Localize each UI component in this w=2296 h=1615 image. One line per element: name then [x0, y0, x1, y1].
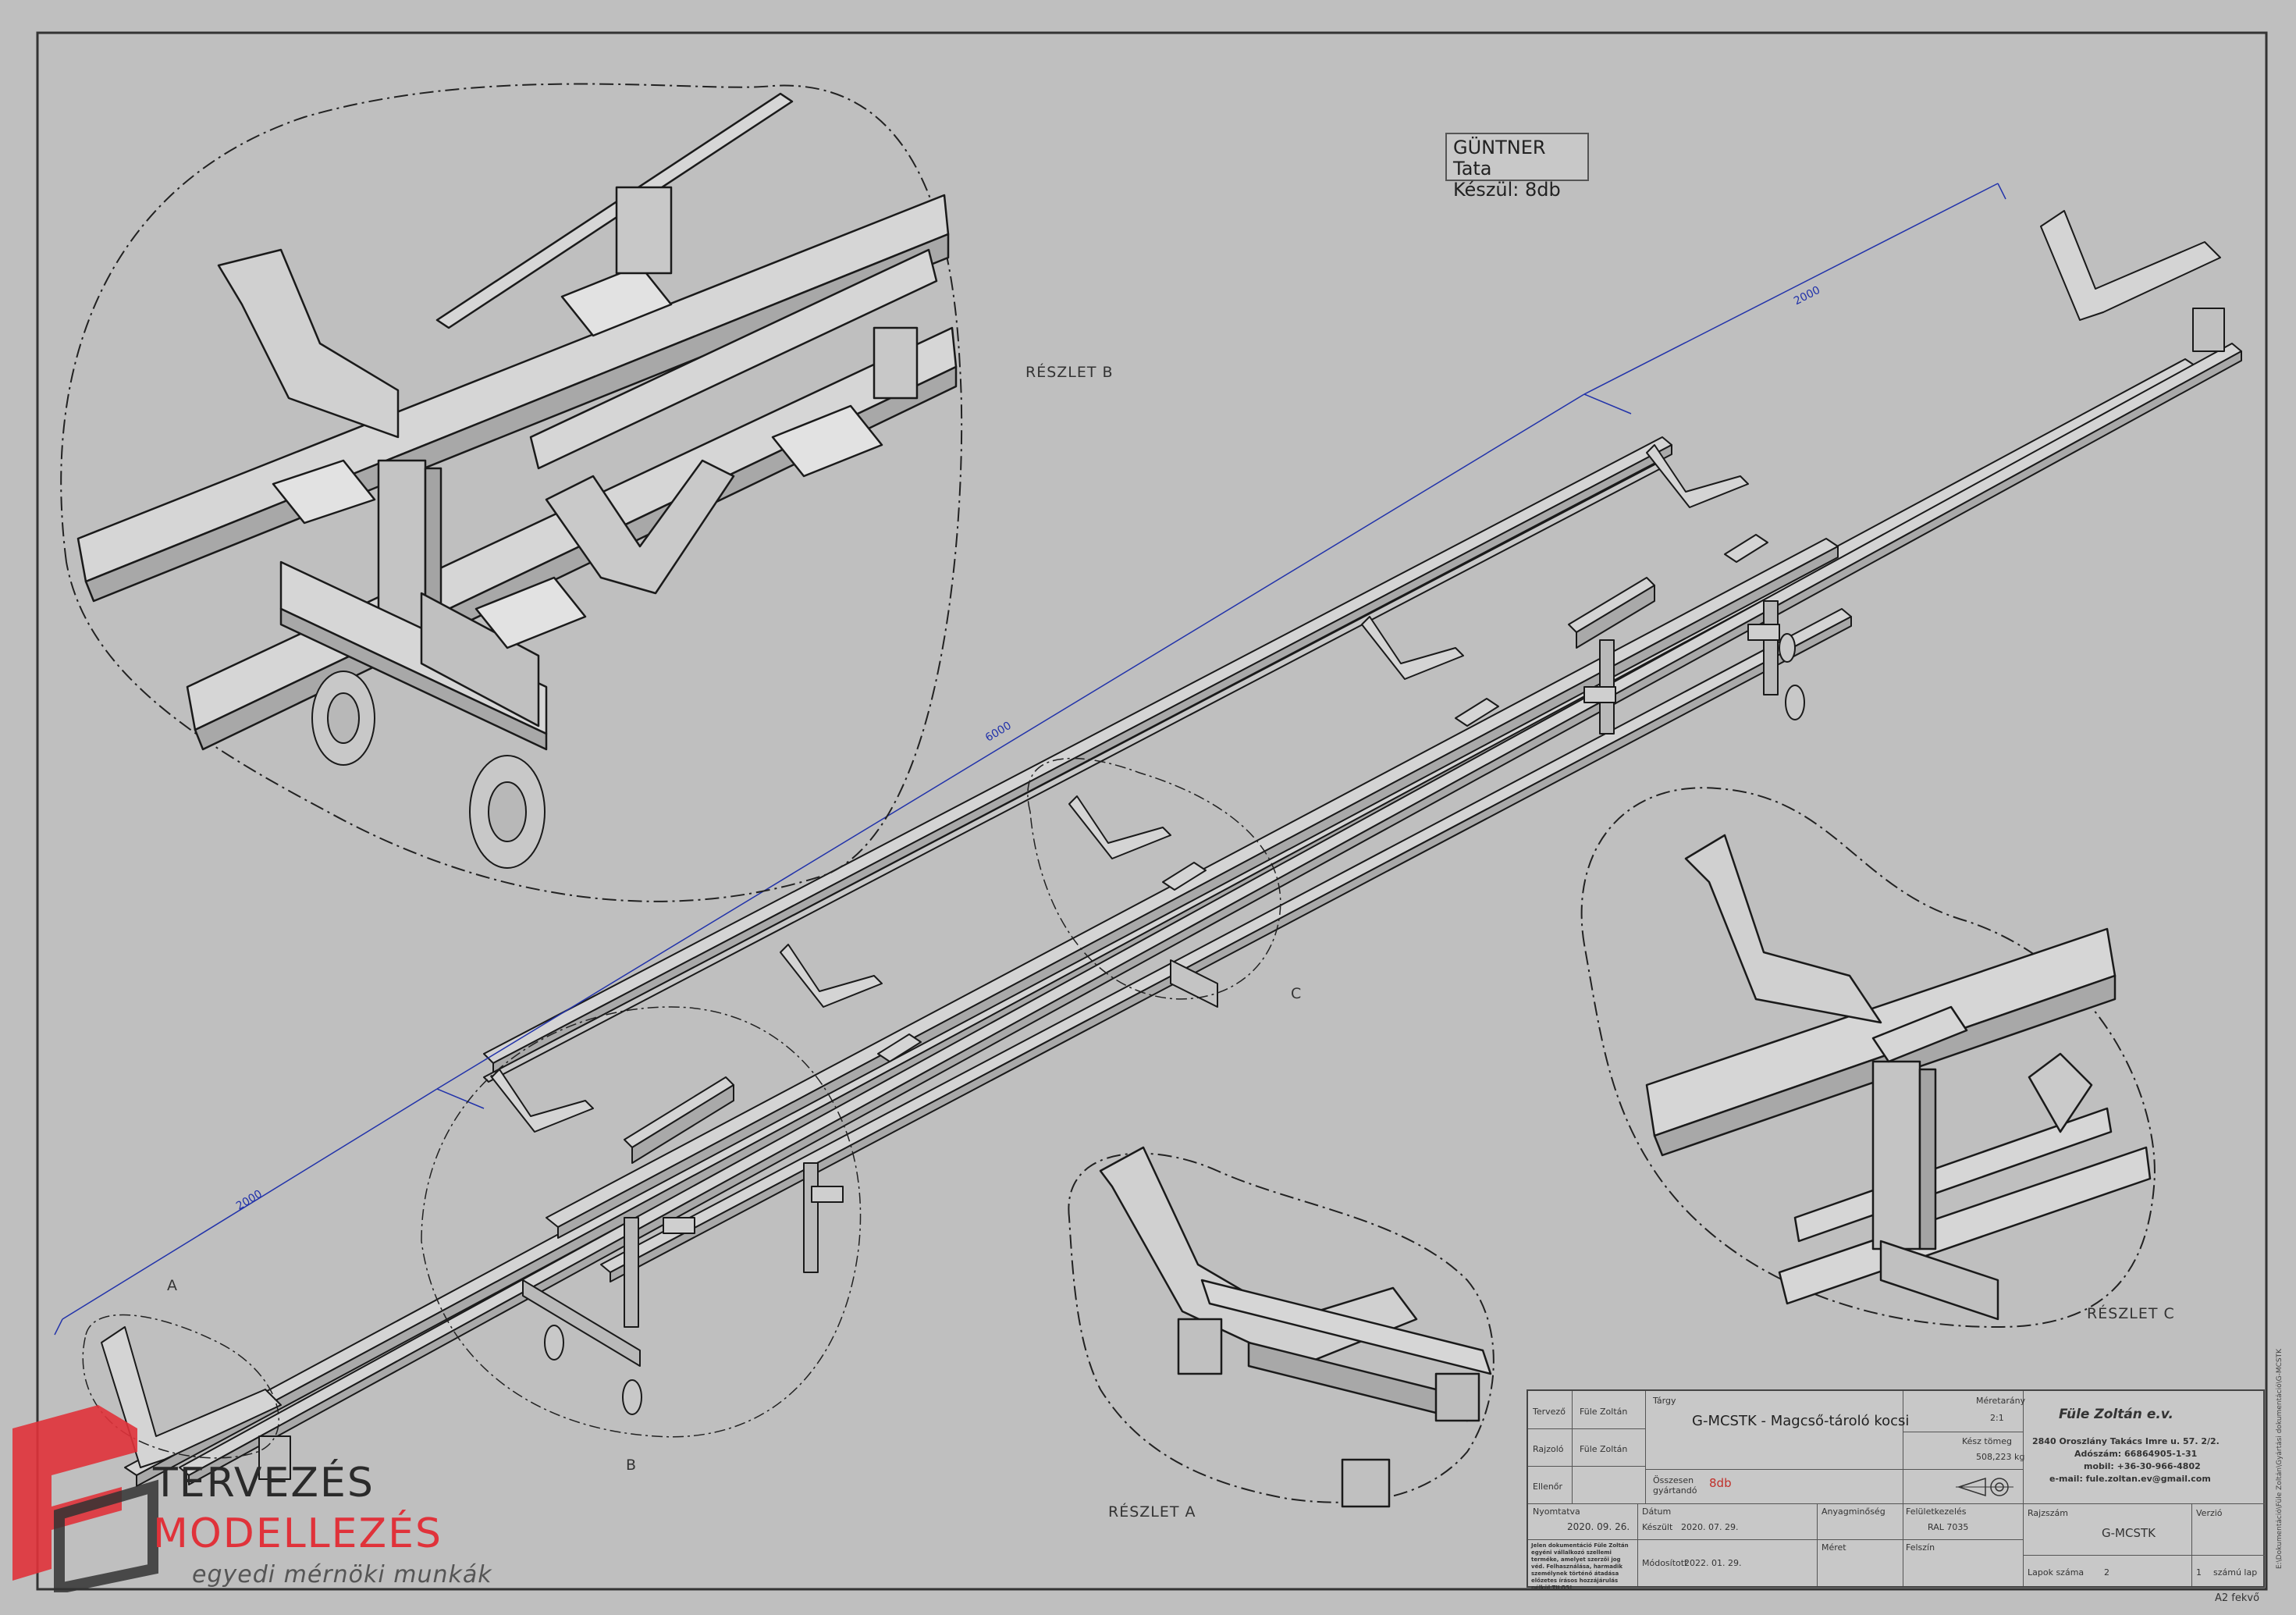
copyright-notice: Jelen dokumentáció Füle Zoltán egyéni vá…: [1531, 1542, 1629, 1591]
detail-c-view: [1580, 787, 2156, 1329]
drawing-number-value: G-MCSTK: [2102, 1526, 2156, 1540]
modified-label: Módosított: [1642, 1558, 1688, 1568]
customer-note-box: GÜNTNER Tata Készül: 8db: [1445, 133, 1589, 201]
sheet-number-value: 1: [2196, 1567, 2202, 1578]
version-label: Verzió: [2196, 1508, 2223, 1518]
sheet-border: [36, 31, 2268, 1591]
checker-label: Ellenőr: [1533, 1482, 1563, 1492]
reference-b-label: B: [626, 1457, 637, 1474]
detail-a-view: [1068, 1146, 1495, 1508]
company-tax-id: Adószám: 66864905-1-31: [2074, 1449, 2198, 1459]
sheet-count-label: Lapok száma: [2028, 1567, 2085, 1578]
finished-mass-value: 508,223 kg: [1976, 1452, 2025, 1462]
company-address: 2840 Oroszlány Takács Imre u. 57. 2/2.: [2032, 1436, 2220, 1446]
total-quantity-value: 8db: [1709, 1476, 1732, 1490]
designer-label: Tervező: [1533, 1407, 1566, 1417]
detail-b-label: RÉSZLET B: [1025, 364, 1114, 381]
file-path-text: E:\Dokumentáció\Füle Zoltán\Gyártási dok…: [2276, 1349, 2284, 1569]
subject-label: Tárgy: [1653, 1396, 1676, 1406]
material-label: Anyagminőség: [1822, 1507, 1885, 1517]
surface-treatment-value: RAL 7035: [1928, 1522, 1969, 1532]
reference-c-label: C: [1291, 985, 1302, 1002]
detail-b-view: [60, 83, 963, 902]
customer-note-line1: GÜNTNER Tata: [1453, 137, 1546, 180]
detail-c-label: RÉSZLET C: [2087, 1305, 2175, 1322]
date-label: Dátum: [1642, 1507, 1672, 1517]
main-casters: [544, 633, 1805, 1415]
subject-value: G-MCSTK - Magcső-tároló kocsi: [1692, 1413, 1910, 1429]
designer-value: Füle Zoltán: [1580, 1407, 1628, 1417]
drawing-number-label: Rajzszám: [2028, 1508, 2068, 1518]
company-mobile: mobil: +36-30-966-4802: [2084, 1461, 2201, 1471]
customer-note-line2: Készül: 8db: [1453, 179, 1561, 201]
logo-mark-icon: [12, 1405, 137, 1581]
reference-a-label: A: [167, 1277, 177, 1294]
detail-a-label: RÉSZLET A: [1108, 1503, 1196, 1521]
sheet-format-label: A2 fekvő: [2215, 1592, 2260, 1604]
logo-line1: TERVEZÉS: [153, 1460, 375, 1507]
scale-value: 2:1: [1990, 1413, 2004, 1423]
scale-label: Méretarány: [1976, 1396, 2026, 1406]
created-value: 2020. 07. 29.: [1681, 1522, 1739, 1532]
size-label: Méret: [1822, 1542, 1846, 1553]
printed-label: Nyomtatva: [1533, 1507, 1580, 1517]
main-assembly: [101, 210, 2242, 1487]
reference-outlines: [82, 757, 1281, 1459]
surface-label: Felszín: [1906, 1542, 1935, 1553]
logo-line2: MODELLEZÉS: [153, 1510, 442, 1557]
drafter-label: Rajzoló: [1533, 1444, 1564, 1454]
company-name: Füle Zoltán e.v.: [2059, 1407, 2173, 1422]
surface-treatment-label: Felületkezelés: [1906, 1507, 1967, 1517]
logo-line3: egyedi mérnöki munkák: [192, 1561, 492, 1588]
drafter-value: Füle Zoltán: [1580, 1444, 1628, 1454]
dimension-lines: [54, 183, 2006, 1336]
created-label: Készült: [1642, 1522, 1673, 1532]
modified-value: 2022. 01. 29.: [1684, 1558, 1742, 1568]
finished-mass-label: Kész tömeg: [1962, 1436, 2012, 1446]
company-email: e-mail: fule.zoltan.ev@gmail.com: [2049, 1474, 2211, 1484]
total-quantity-label: Összesen gyártandó: [1653, 1475, 1697, 1496]
title-block: Tervező Füle Zoltán Rajzoló Füle Zoltán …: [1527, 1389, 2265, 1591]
projection-symbol-icon: [1956, 1477, 2013, 1497]
sheet-number-label: számú lap: [2213, 1567, 2258, 1578]
company-logo: [12, 1405, 158, 1592]
printed-value: 2020. 09. 26.: [1567, 1521, 1630, 1532]
sheet-count-value: 2: [2104, 1567, 2109, 1578]
